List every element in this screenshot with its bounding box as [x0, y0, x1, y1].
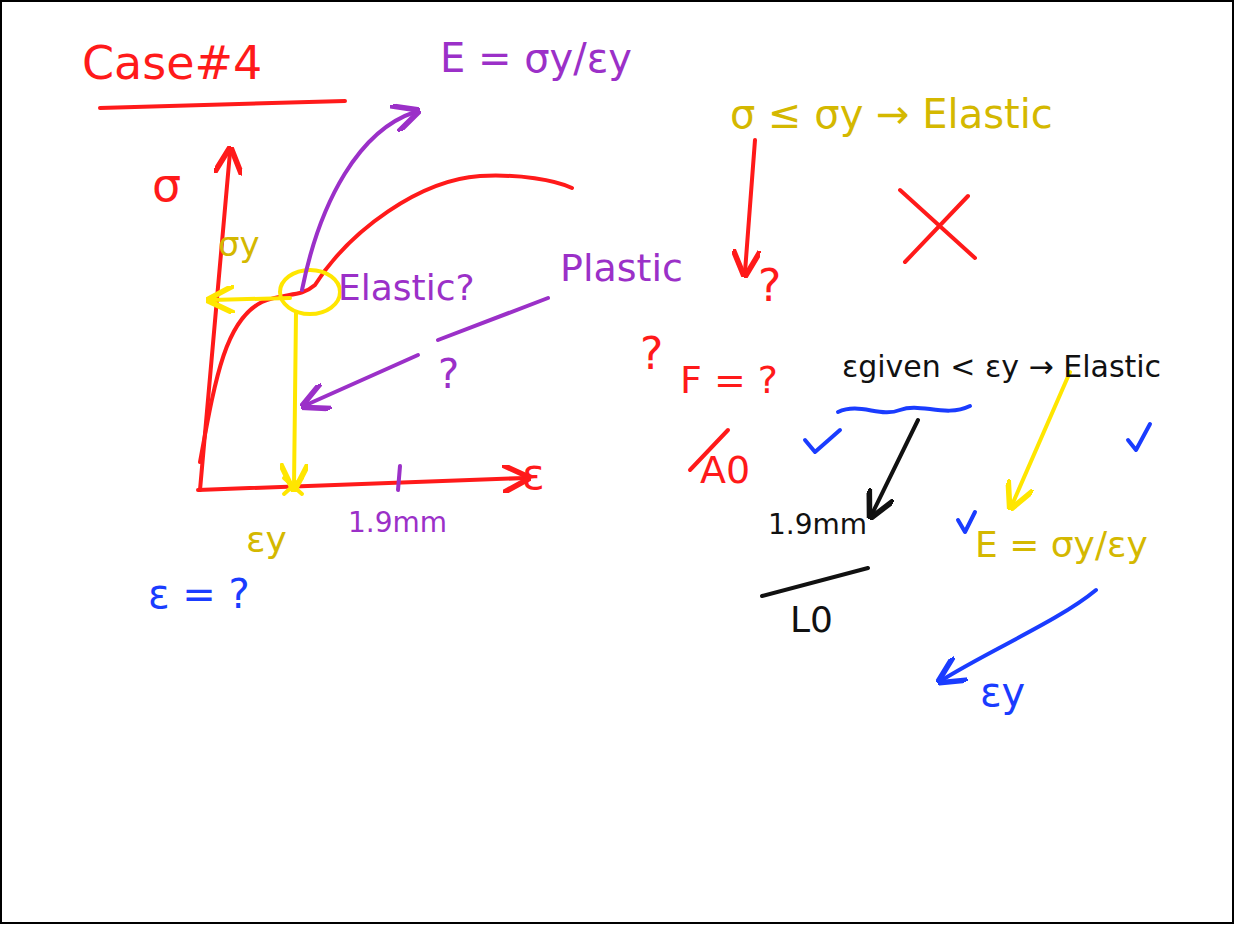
- yield-strain-label: εy: [980, 670, 1025, 714]
- stress-strain-curve: [200, 176, 572, 462]
- leader-arrow: [745, 140, 755, 272]
- yield-strain-label: εy: [246, 520, 287, 560]
- dimension: 1.9mm: [348, 508, 447, 539]
- condition: σ ≤ σy → Elastic: [730, 92, 1053, 136]
- leader-arrow: [872, 420, 918, 514]
- formula: E = σy/εy: [975, 525, 1148, 565]
- note: Elastic?: [338, 268, 475, 308]
- star-mark: [284, 478, 302, 494]
- fraction-bar: [762, 568, 868, 596]
- title: Case#4: [82, 38, 262, 89]
- underline: [838, 406, 970, 412]
- formula: F = ?: [680, 360, 778, 402]
- x-axis: [198, 478, 525, 490]
- dimension: 1.9mm: [768, 510, 867, 541]
- yield-leader: [294, 312, 296, 486]
- leader-arrow: [306, 355, 418, 405]
- note: ?: [758, 262, 781, 310]
- dimension: L0: [790, 600, 833, 640]
- axis-label: σ: [152, 160, 181, 211]
- formula: ε = ?: [148, 572, 250, 616]
- tick-mark: [398, 466, 400, 490]
- axis-label: ε: [522, 452, 545, 498]
- note: ?: [438, 352, 459, 396]
- condition: εgiven < εy → Elastic: [842, 350, 1161, 383]
- note: Plastic: [560, 248, 683, 290]
- check-mark: [958, 512, 975, 532]
- leader-arrow: [942, 590, 1096, 680]
- yield-stress-label: σy: [218, 226, 260, 263]
- note: ?: [640, 330, 663, 378]
- title-underline: [100, 101, 345, 108]
- cross-mark: [900, 190, 975, 262]
- check-mark: [1128, 424, 1150, 450]
- formula: E = σy/εy: [440, 36, 632, 80]
- leader-arrow: [302, 112, 415, 290]
- check-mark: [805, 430, 840, 452]
- formula: A0: [700, 450, 750, 492]
- leader-arrow: [1012, 372, 1070, 505]
- yield-circle: [280, 270, 340, 314]
- yield-leader: [212, 298, 290, 300]
